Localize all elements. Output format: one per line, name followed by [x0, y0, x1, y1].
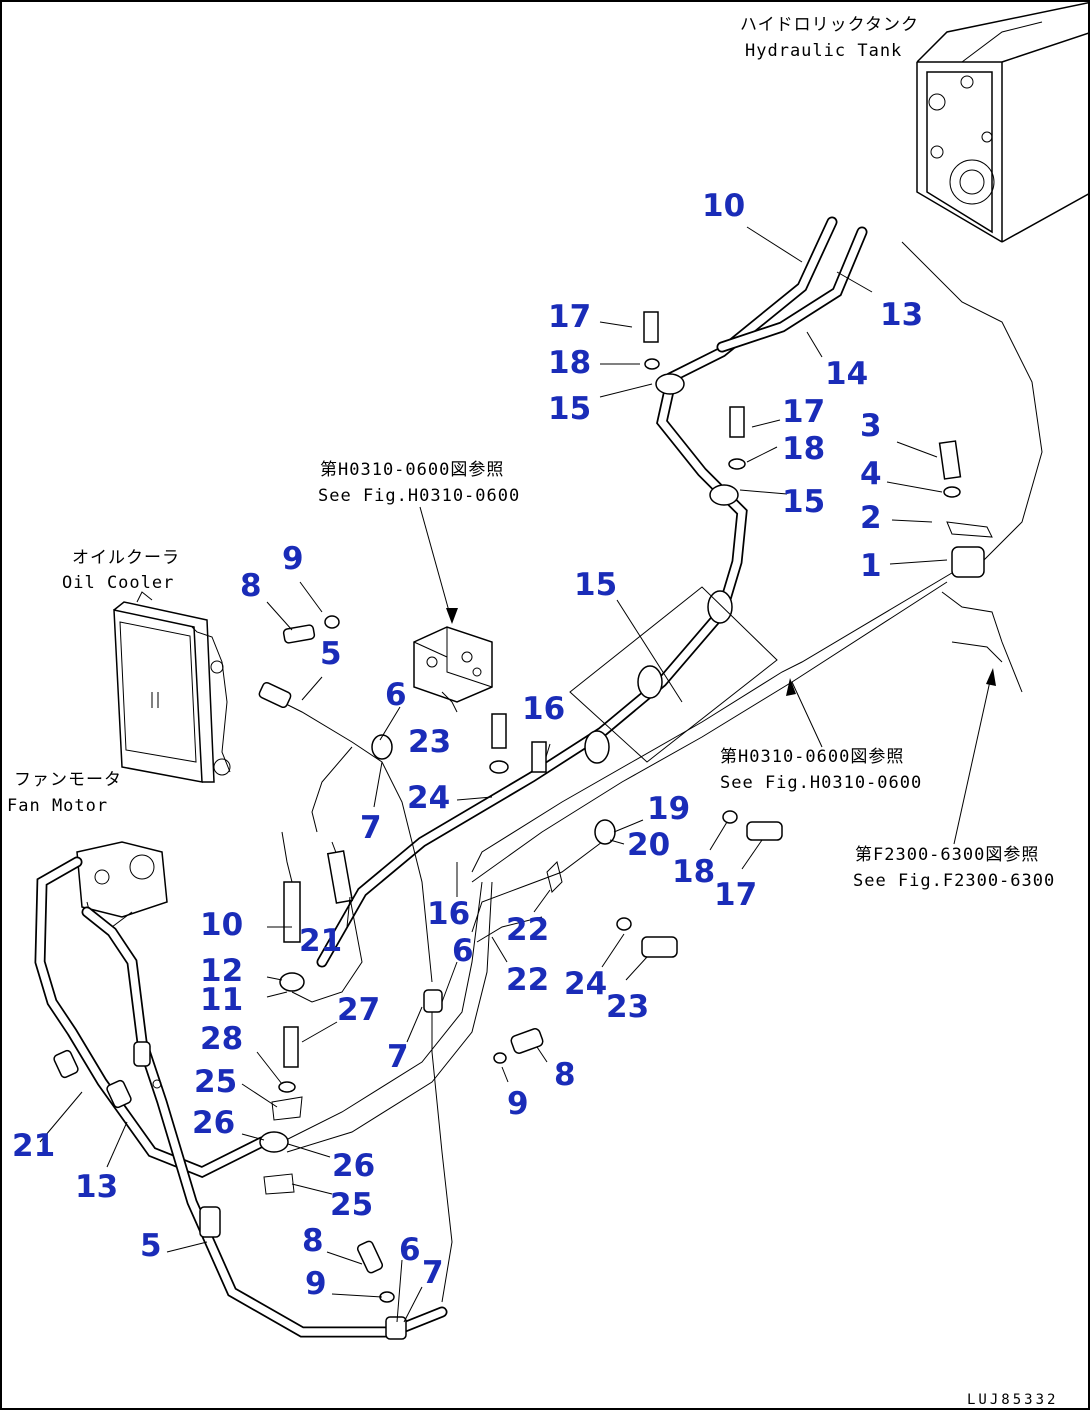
oil-cooler-label-jp: オイルクーラ — [72, 548, 180, 568]
callout-6: 6 — [399, 1232, 421, 1268]
callout-23: 23 — [606, 989, 649, 1025]
callout-8: 8 — [240, 568, 262, 604]
callout-26: 26 — [192, 1105, 235, 1141]
callout-12: 12 — [200, 953, 243, 989]
valve-block — [413, 626, 493, 713]
callout-13: 13 — [880, 297, 923, 333]
callout-10: 10 — [200, 907, 243, 943]
hydraulic-tank — [916, 2, 1090, 243]
fittings — [53, 311, 1023, 1340]
hydraulic-tank-label-en: Hydraulic Tank — [745, 41, 902, 61]
callout-24: 24 — [564, 966, 607, 1002]
callout-25: 25 — [194, 1064, 237, 1100]
callout-18: 18 — [548, 345, 591, 381]
callout-21: 21 — [299, 923, 342, 959]
ref1-leader — [419, 506, 453, 623]
oil-cooler — [113, 591, 231, 783]
callout-4: 4 — [860, 456, 882, 492]
callout-13: 13 — [75, 1169, 118, 1205]
callout-15: 15 — [548, 391, 591, 427]
callout-16: 16 — [427, 896, 470, 932]
ref2-leader — [791, 681, 823, 748]
callout-6: 6 — [385, 677, 407, 713]
callout-numbers: 10 13 14 17 18 15 17 18 15 3 4 2 1 15 9 … — [12, 188, 923, 1302]
callout-26: 26 — [332, 1148, 375, 1184]
callout-1: 1 — [860, 548, 882, 584]
callout-17: 17 — [782, 394, 825, 430]
callout-17: 17 — [714, 877, 757, 913]
hydraulic-tank-label-jp: ハイドロリックタンク — [740, 15, 919, 35]
ref3-label-en: See Fig.F2300-6300 — [853, 871, 1055, 891]
callout-18: 18 — [782, 431, 825, 467]
callout-16: 16 — [522, 691, 565, 727]
leader-lines — [39, 226, 948, 1323]
callout-8: 8 — [554, 1057, 576, 1093]
callout-20: 20 — [627, 827, 670, 863]
callout-17: 17 — [548, 299, 591, 335]
callout-14: 14 — [825, 356, 868, 392]
callout-23: 23 — [408, 724, 451, 760]
callout-5: 5 — [140, 1228, 162, 1264]
callout-18: 18 — [672, 854, 715, 890]
callout-6: 6 — [452, 933, 474, 969]
callout-22: 22 — [506, 962, 549, 998]
callout-10: 10 — [702, 188, 745, 224]
ref2-label-en: See Fig.H0310-0600 — [720, 773, 922, 793]
ref3-label-jp: 第F2300-6300図参照 — [855, 845, 1039, 865]
fan-motor-label-jp: ファンモータ — [14, 770, 122, 790]
ref1-label-en: See Fig.H0310-0600 — [318, 486, 520, 506]
callout-9: 9 — [305, 1266, 327, 1302]
mounting-plate — [569, 586, 778, 763]
callout-15: 15 — [574, 567, 617, 603]
callout-2: 2 — [860, 500, 882, 536]
ref1-label-jp: 第H0310-0600図参照 — [320, 460, 504, 480]
callout-8: 8 — [302, 1223, 324, 1259]
callout-7: 7 — [360, 810, 382, 846]
oil-cooler-label-en: Oil Cooler — [62, 573, 174, 593]
drawing-code: LUJ85332 — [967, 1392, 1058, 1408]
ref3-leader — [953, 671, 993, 845]
callout-9: 9 — [507, 1086, 529, 1122]
callout-24: 24 — [407, 780, 450, 816]
callout-27: 27 — [337, 992, 380, 1028]
callout-22: 22 — [506, 912, 549, 948]
fan-motor-label-en: Fan Motor — [7, 796, 108, 816]
callout-3: 3 — [860, 408, 882, 444]
callout-21: 21 — [12, 1128, 55, 1164]
callout-15: 15 — [782, 484, 825, 520]
ref2-label-jp: 第H0310-0600図参照 — [720, 747, 904, 767]
callout-28: 28 — [200, 1021, 243, 1057]
fan-motor — [76, 841, 168, 928]
hose-lines — [34, 216, 1043, 1338]
callout-7: 7 — [422, 1255, 444, 1291]
callout-7: 7 — [387, 1039, 409, 1075]
callout-11: 11 — [200, 982, 243, 1018]
callout-5: 5 — [320, 636, 342, 672]
callout-25: 25 — [330, 1187, 373, 1223]
callout-9: 9 — [282, 541, 304, 577]
callout-19: 19 — [647, 791, 690, 827]
